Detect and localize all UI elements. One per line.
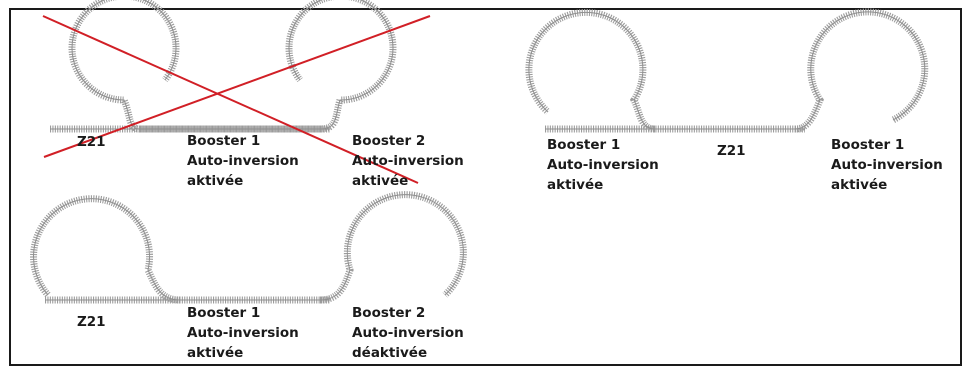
label-b-booster1-left-line1: Booster 1	[547, 137, 621, 153]
label-c-booster2-line2: Auto-inversion	[352, 325, 464, 341]
label-b-booster1-right-line2: Auto-inversion	[831, 157, 943, 173]
label-c-booster2-line1: Booster 2	[352, 305, 426, 321]
label-c-booster2: Booster 2 Auto-inversion déaktivée	[352, 303, 464, 363]
label-a-booster2-line3: aktivée	[352, 173, 409, 189]
label-c-booster1-line3: aktivée	[187, 345, 244, 361]
label-a-booster1-line3: aktivée	[187, 173, 244, 189]
label-a-booster1-line2: Auto-inversion	[187, 153, 299, 169]
label-a-booster2-line2: Auto-inversion	[352, 153, 464, 169]
label-b-booster1-left: Booster 1 Auto-inversion aktivée	[547, 135, 659, 195]
crossed-out-mark	[42, 15, 431, 184]
track-layout-a	[50, 0, 397, 133]
label-a-booster1-line1: Booster 1	[187, 133, 261, 149]
label-b-booster1-right-line1: Booster 1	[831, 137, 905, 153]
label-a-booster2: Booster 2 Auto-inversion aktivée	[352, 131, 464, 191]
label-b-booster1-right-line3: aktivée	[831, 177, 888, 193]
label-a-z21: Z21	[77, 134, 106, 150]
cross-line-1	[42, 15, 419, 184]
label-c-booster2-line3: déaktivée	[352, 345, 428, 361]
diagram-frame	[9, 8, 962, 366]
track-layout-c	[30, 191, 467, 304]
label-c-booster1-line2: Auto-inversion	[187, 325, 299, 341]
label-b-booster1-right: Booster 1 Auto-inversion aktivée	[831, 135, 943, 195]
cross-line-2	[43, 15, 431, 158]
label-b-z21: Z21	[717, 143, 746, 159]
label-a-booster1: Booster 1 Auto-inversion aktivée	[187, 131, 299, 191]
label-b-booster1-left-line3: aktivée	[547, 177, 604, 193]
label-b-booster1-left-line2: Auto-inversion	[547, 157, 659, 173]
label-c-z21: Z21	[77, 314, 106, 330]
label-c-booster1-line1: Booster 1	[187, 305, 261, 321]
label-a-booster2-line1: Booster 2	[352, 133, 426, 149]
label-c-booster1: Booster 1 Auto-inversion aktivée	[187, 303, 299, 363]
track-layout-b	[525, 8, 929, 133]
